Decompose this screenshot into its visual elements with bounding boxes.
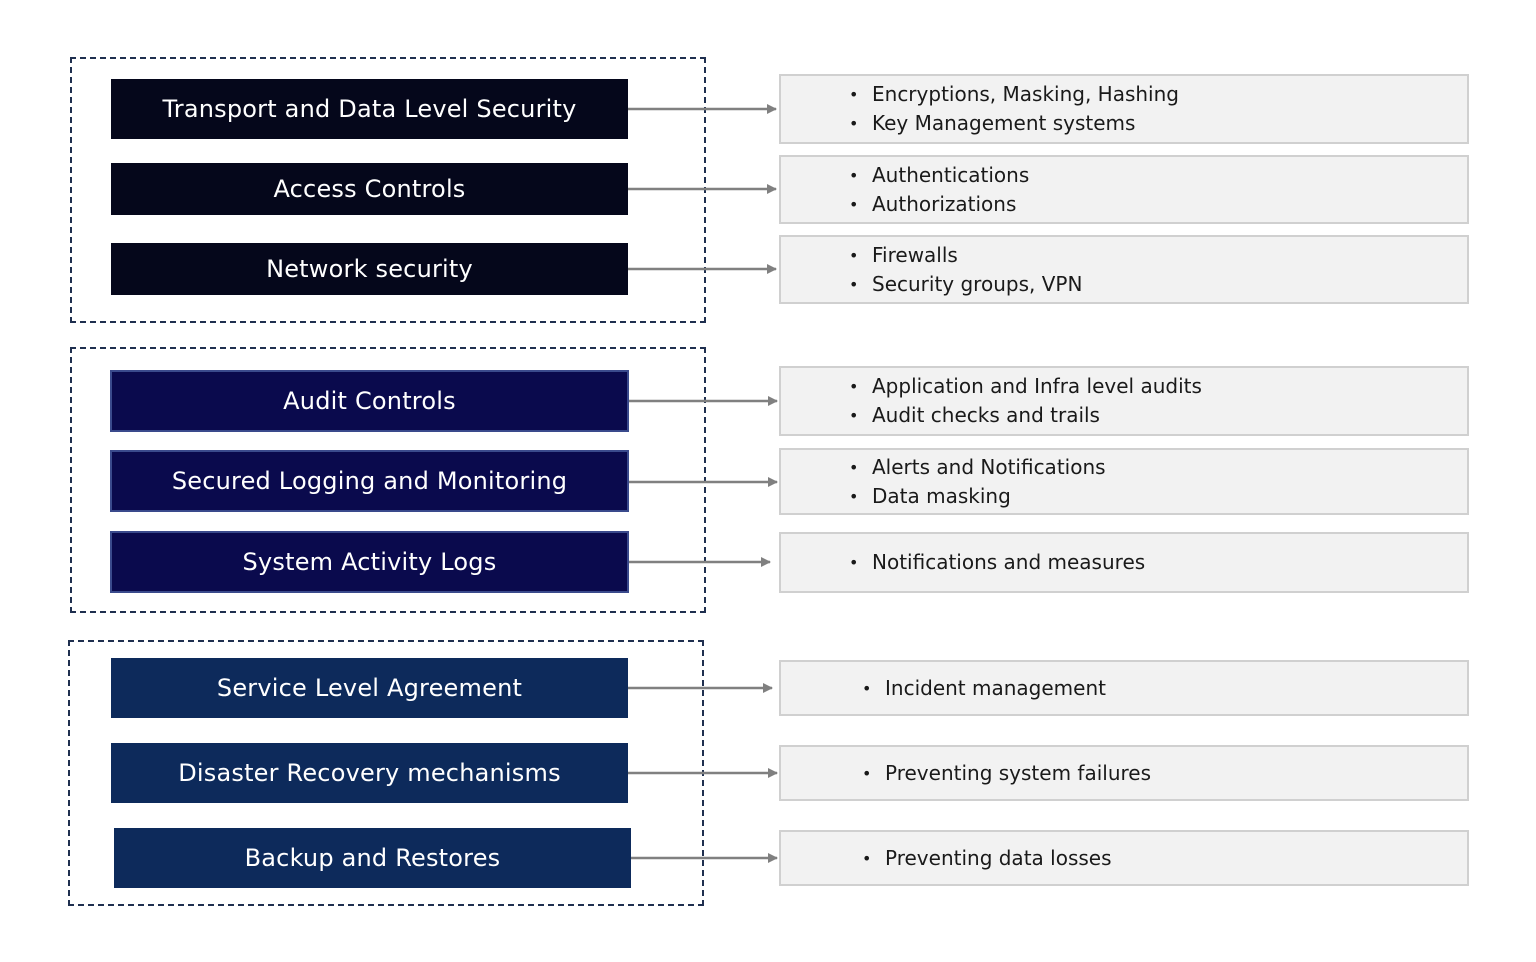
detail-list: • Authentications • Authorizations — [849, 161, 1467, 219]
concept-label: Audit Controls — [283, 387, 456, 415]
bullet-icon: • — [849, 165, 859, 185]
detail-box: • Notifications and measures — [779, 532, 1469, 593]
detail-item: • Authentications — [849, 161, 1467, 190]
detail-item: • Firewalls — [849, 241, 1467, 270]
group-frame-2 — [70, 347, 706, 613]
detail-item: • Encryptions, Masking, Hashing — [849, 80, 1467, 109]
detail-list: • Preventing system failures — [862, 759, 1467, 788]
bullet-icon: • — [862, 848, 872, 868]
detail-text: Security groups, VPN — [872, 271, 1083, 296]
detail-text: Encryptions, Masking, Hashing — [872, 82, 1179, 106]
concept-label: Service Level Agreement — [216, 674, 523, 702]
detail-text: Alerts and Notifications — [872, 454, 1106, 479]
concept-label: Secured Logging and Monitoring — [171, 467, 568, 495]
detail-list: • Encryptions, Masking, Hashing • Key Mana… — [849, 80, 1467, 138]
concept-box: Service Level Agreement — [111, 658, 628, 718]
concept-box: Backup and Restores — [114, 828, 631, 888]
concept-box: Network security — [111, 243, 628, 295]
detail-item: • Audit checks and trails — [849, 401, 1467, 430]
detail-item: • Application and Infra level audits — [849, 372, 1467, 401]
bullet-icon: • — [849, 194, 859, 214]
bullet-icon: • — [849, 245, 859, 265]
detail-text: Firewalls — [872, 242, 958, 267]
detail-text: Application and Infra level audits — [872, 374, 1202, 398]
detail-text: Authorizations — [872, 191, 1017, 216]
concept-label: Transport and Data Level Security — [162, 95, 577, 123]
detail-box: • Authentications • Authorizations — [779, 155, 1469, 224]
detail-item: • Authorizations — [849, 190, 1467, 219]
concept-label: Disaster Recovery mechanisms — [178, 759, 561, 787]
bullet-icon: • — [849, 274, 859, 294]
detail-box: • Encryptions, Masking, Hashing • Key Mana… — [779, 74, 1469, 144]
bullet-icon: • — [862, 678, 872, 698]
detail-box: • Application and Infra level audits • Aud… — [779, 366, 1469, 436]
detail-box: • Firewalls • Security groups, VPN — [779, 235, 1469, 304]
detail-text: Preventing data losses — [885, 845, 1112, 870]
concept-box: Transport and Data Level Security — [111, 79, 628, 139]
detail-text: Authentications — [872, 162, 1030, 187]
detail-text: Audit checks and trails — [872, 403, 1100, 427]
detail-list: • Preventing data losses — [862, 844, 1467, 873]
bullet-icon: • — [849, 85, 859, 104]
detail-item: • Alerts and Notifications — [849, 453, 1467, 482]
bullet-icon: • — [849, 377, 859, 396]
detail-item: • Incident management — [862, 674, 1467, 703]
detail-box: • Incident management — [779, 660, 1469, 716]
concept-box: Secured Logging and Monitoring — [110, 450, 629, 512]
bullet-icon: • — [849, 486, 859, 506]
concept-box: Access Controls — [111, 163, 628, 215]
bullet-icon: • — [849, 114, 859, 133]
detail-item: • Key Management systems — [849, 109, 1467, 138]
concept-label: Access Controls — [273, 175, 466, 203]
bullet-icon: • — [849, 406, 859, 425]
concept-box: Disaster Recovery mechanisms — [111, 743, 628, 803]
detail-box: • Alerts and Notifications • Data masking — [779, 448, 1469, 515]
bullet-icon: • — [849, 553, 859, 572]
bullet-icon: • — [862, 763, 872, 783]
concept-box: Audit Controls — [110, 370, 629, 432]
detail-box: • Preventing data losses — [779, 830, 1469, 886]
detail-list: • Application and Infra level audits • Aud… — [849, 372, 1467, 430]
detail-item: • Notifications and measures — [849, 548, 1467, 577]
detail-text: Key Management systems — [872, 111, 1136, 135]
detail-text: Incident management — [885, 675, 1106, 700]
concept-box: System Activity Logs — [110, 531, 629, 593]
concept-label: System Activity Logs — [242, 548, 497, 576]
bullet-icon: • — [849, 457, 859, 477]
detail-text: Preventing system failures — [885, 760, 1151, 785]
detail-list: • Alerts and Notifications • Data masking — [849, 453, 1467, 511]
detail-text: Data masking — [872, 483, 1011, 508]
detail-list: • Incident management — [862, 674, 1467, 703]
detail-list: • Firewalls • Security groups, VPN — [849, 241, 1467, 299]
detail-item: • Preventing system failures — [862, 759, 1467, 788]
detail-list: • Notifications and measures — [849, 548, 1467, 577]
detail-box: • Preventing system failures — [779, 745, 1469, 801]
detail-item: • Security groups, VPN — [849, 270, 1467, 299]
detail-text: Notifications and measures — [872, 550, 1146, 574]
concept-label: Network security — [266, 255, 473, 283]
detail-item: • Data masking — [849, 482, 1467, 511]
detail-item: • Preventing data losses — [862, 844, 1467, 873]
concept-label: Backup and Restores — [244, 844, 501, 872]
